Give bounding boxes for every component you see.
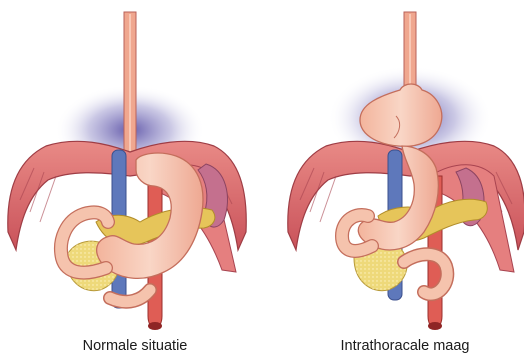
panel-normal (8, 12, 246, 330)
panel-hernia (288, 12, 524, 330)
caption-normal: Normale situatie (20, 334, 250, 358)
caption-hernia: Intrathoracale maag (290, 334, 520, 358)
